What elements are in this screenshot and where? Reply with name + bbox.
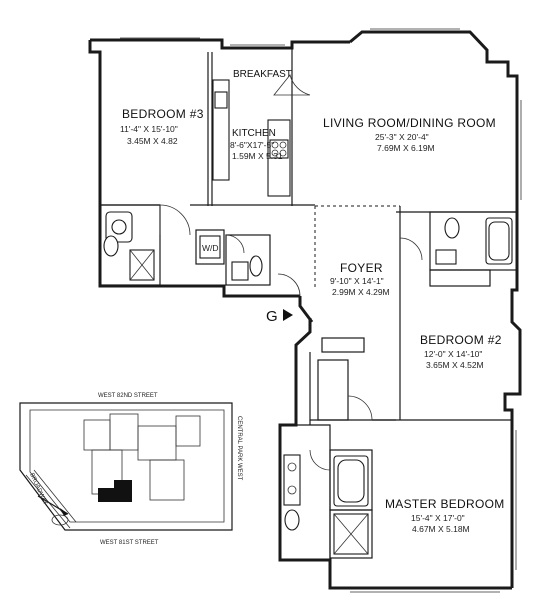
vanity-icon	[283, 454, 301, 506]
wd-label: W/D	[202, 243, 219, 253]
washer-dryer-icon	[199, 235, 221, 259]
room-labels: BEDROOM #3 11'-4" X 15'-10" 3.45M X 4.82…	[120, 69, 505, 534]
foyer-dim-imperial: 9'-10" X 14'-1"	[330, 276, 384, 286]
living-dim-metric: 7.69M X 6.19M	[377, 143, 435, 153]
stove-icon	[269, 139, 289, 159]
windows	[120, 28, 522, 593]
street-south: WEST 81ST STREET	[100, 540, 159, 546]
toilet-icon	[284, 509, 300, 531]
street-east: CENTRAL PARK WEST	[236, 416, 242, 481]
toilet-icon	[249, 255, 263, 277]
kitchen-dim-imperial: 8'-6"X17'-5"	[230, 140, 274, 150]
exterior-walls	[88, 30, 522, 590]
toilet-icon	[444, 217, 460, 239]
master-dim-imperial: 15'-4" X 17'-0"	[411, 513, 465, 523]
basin-icon	[111, 219, 127, 235]
living-name: LIVING ROOM/DINING ROOM	[323, 116, 496, 130]
key-plan: WEST 82ND STREET WEST 81ST STREET CENTRA…	[19, 393, 242, 546]
kitchen-sink-icon	[214, 91, 228, 109]
toilet-icon	[103, 235, 119, 257]
master-dim-metric: 4.67M X 5.18M	[412, 524, 470, 534]
north-arrow-icon	[37, 495, 69, 526]
breakfast-name: BREAKFAST	[233, 69, 292, 80]
sink-icon	[435, 249, 457, 265]
entrance-label: G	[266, 308, 278, 325]
street-north: WEST 82ND STREET	[98, 393, 158, 399]
bedroom3-name: BEDROOM #3	[122, 107, 204, 121]
foyer-name: FOYER	[340, 261, 383, 275]
entrance-arrow-icon	[283, 309, 293, 321]
fixtures	[103, 79, 513, 555]
living-dim-imperial: 25'-3" X 20'-4"	[375, 132, 429, 142]
bedroom2-dim-metric: 3.65M X 4.52M	[426, 360, 484, 370]
bedroom2-name: BEDROOM #2	[420, 333, 502, 347]
unit-highlight	[98, 488, 114, 502]
unit-highlight	[114, 480, 132, 502]
bedroom3-dim-imperial: 11'-4" X 15'-10"	[120, 124, 178, 134]
kitchen-dim-metric: 1.59M X 5.31	[232, 151, 283, 161]
interior-walls	[99, 48, 518, 560]
foyer-dim-metric: 2.99M X 4.29M	[332, 287, 390, 297]
bedroom2-dim-imperial: 12'-0" X 14'-10"	[424, 349, 482, 359]
sink-icon	[231, 261, 249, 281]
master-name: MASTER BEDROOM	[385, 497, 505, 511]
entrance-marker: G	[266, 308, 293, 325]
door-swings	[159, 74, 423, 471]
kitchen-name: KITCHEN	[232, 128, 276, 139]
bedroom3-dim-metric: 3.45M X 4.82	[127, 136, 178, 146]
